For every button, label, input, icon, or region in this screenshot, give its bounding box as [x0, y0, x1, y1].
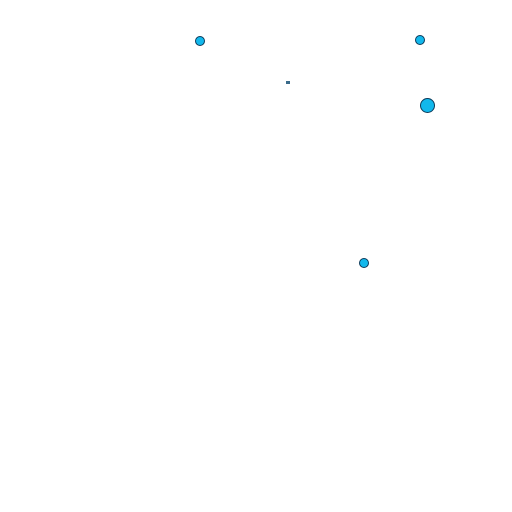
cyan-ball[interactable]	[415, 35, 425, 45]
cyan-ball[interactable]	[195, 36, 205, 46]
large-cyan-ball[interactable]	[420, 98, 435, 113]
cyan-ball[interactable]	[359, 258, 369, 268]
small-marker	[286, 81, 290, 84]
